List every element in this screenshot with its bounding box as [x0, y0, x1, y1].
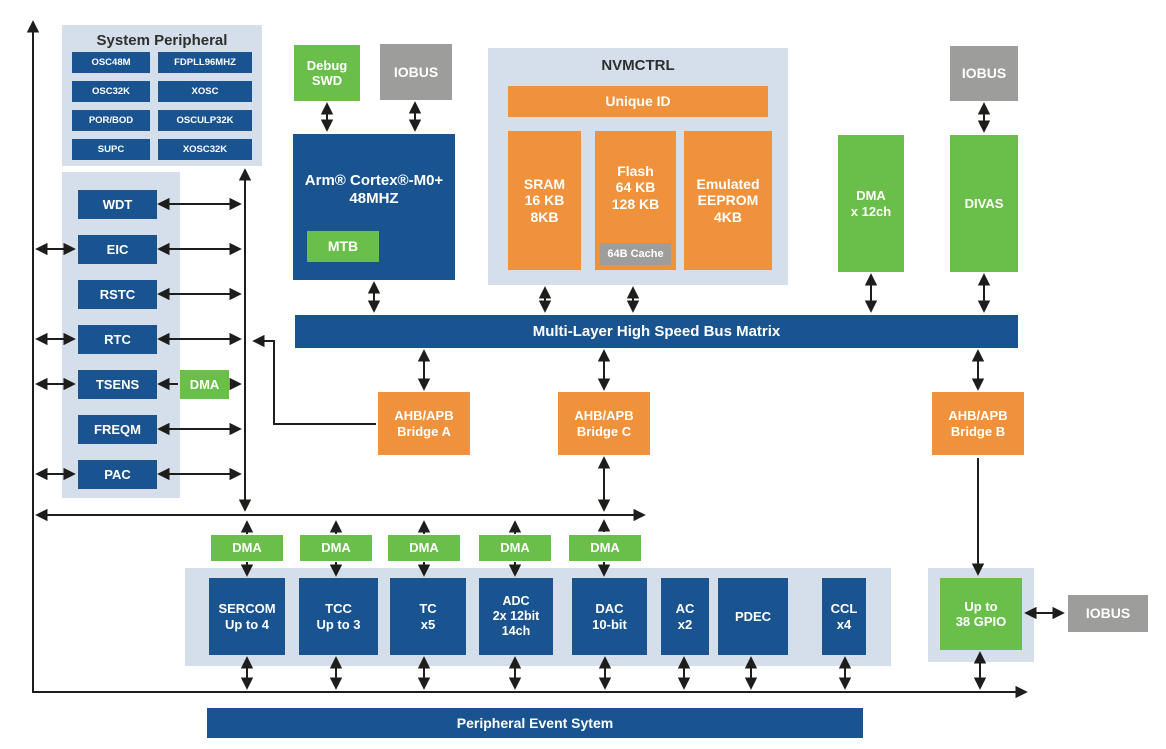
block-sram: SRAM 16 KB 8KB: [508, 131, 581, 270]
block-rstc: RSTC: [78, 280, 157, 309]
block-dac: DAC 10-bit: [572, 578, 647, 655]
block-debug-swd: Debug SWD: [294, 45, 360, 101]
block-tcc: TCC Up to 3: [299, 578, 378, 655]
block-dma-dac: DMA: [569, 535, 641, 561]
block-divas: DIVAS: [950, 135, 1018, 272]
block-freqm: FREQM: [78, 415, 157, 444]
block-ahb-apb-bridge-c: AHB/APB Bridge C: [558, 392, 650, 455]
block-peripheral-event-system: Peripheral Event Sytem: [207, 708, 863, 738]
block-ahb-apb-bridge-a: AHB/APB Bridge A: [378, 392, 470, 455]
block-dma-tcc: DMA: [300, 535, 372, 561]
block-dma-tsens: DMA: [180, 370, 229, 399]
block-pac: PAC: [78, 460, 157, 489]
block-gpio: Up to 38 GPIO: [940, 578, 1022, 650]
block-emulated-eeprom: Emulated EEPROM 4KB: [684, 131, 772, 270]
block-rtc: RTC: [78, 325, 157, 354]
block-ac: AC x2: [661, 578, 709, 655]
block-dma-adc: DMA: [479, 535, 551, 561]
block-iobus-gpio: IOBUS: [1068, 595, 1148, 632]
block-unique-id: Unique ID: [508, 86, 768, 117]
block-bus-matrix: Multi-Layer High Speed Bus Matrix: [295, 315, 1018, 348]
block-dma-12ch: DMA x 12ch: [838, 135, 904, 272]
block-tsens: TSENS: [78, 370, 157, 399]
block-dma-sercom: DMA: [211, 535, 283, 561]
block-iobus-divas: IOBUS: [950, 46, 1018, 101]
block-eic: EIC: [78, 235, 157, 264]
block-ccl: CCL x4: [822, 578, 866, 655]
block-dma-tc: DMA: [388, 535, 460, 561]
nvmctrl-title: NVMCTRL: [601, 57, 675, 74]
block-tc: TC x5: [390, 578, 466, 655]
block-iobus-cpu: IOBUS: [380, 44, 452, 100]
block-osculp32k: OSCULP32K: [158, 110, 252, 131]
block-osc32k: OSC32K: [72, 81, 150, 102]
block-fdpll96mhz: FDPLL96MHZ: [158, 52, 252, 73]
block-adc: ADC 2x 12bit 14ch: [479, 578, 553, 655]
block-64b-cache: 64B Cache: [600, 243, 671, 265]
block-xosc: XOSC: [158, 81, 252, 102]
block-pdec: PDEC: [718, 578, 788, 655]
block-mtb: MTB: [307, 231, 379, 262]
system-peripheral-title: System Peripheral: [96, 32, 228, 49]
block-por-bod: POR/BOD: [72, 110, 150, 131]
block-osc48m: OSC48M: [72, 52, 150, 73]
block-wdt: WDT: [78, 190, 157, 219]
block-xosc32k: XOSC32K: [158, 139, 252, 160]
block-sercom: SERCOM Up to 4: [209, 578, 285, 655]
block-supc: SUPC: [72, 139, 150, 160]
block-ahb-apb-bridge-b: AHB/APB Bridge B: [932, 392, 1024, 455]
